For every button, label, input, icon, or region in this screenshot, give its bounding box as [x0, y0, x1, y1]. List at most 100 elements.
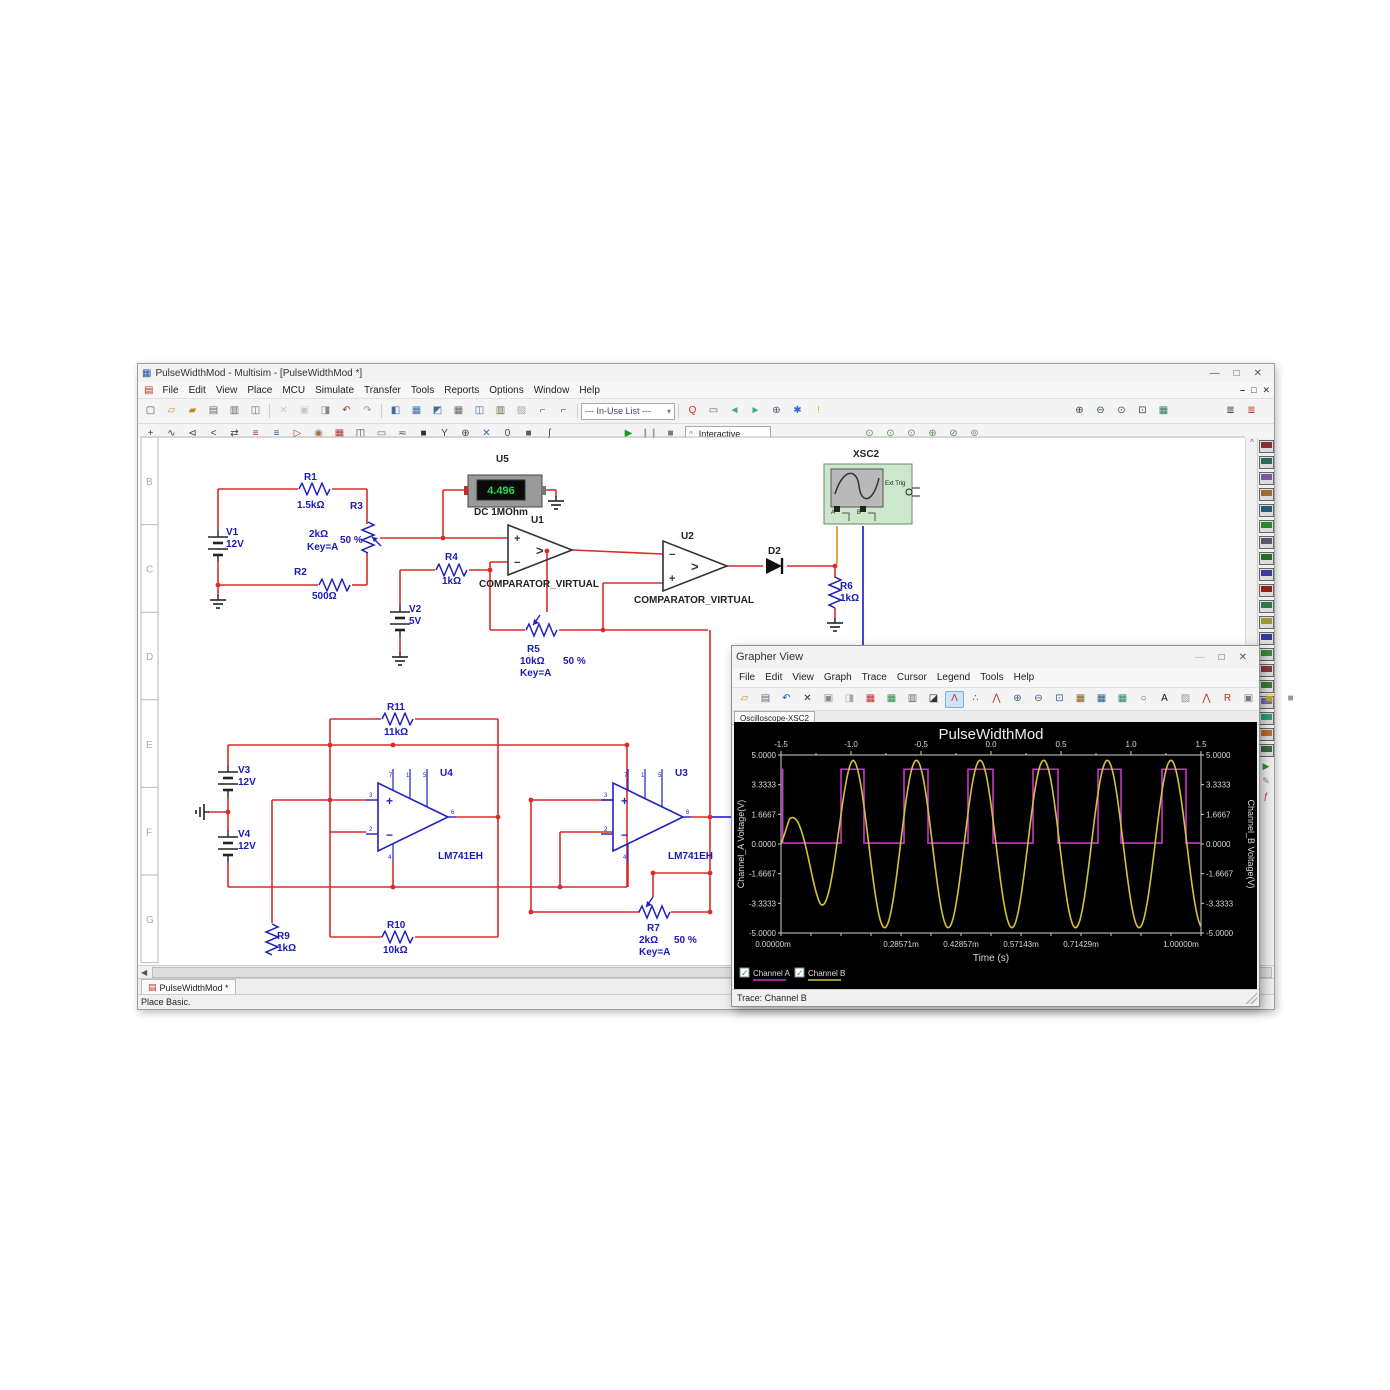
menu-file[interactable]: File: [162, 384, 179, 396]
probe-settings-icon[interactable]: ⊚: [970, 428, 979, 439]
zoom-in-graph-icon[interactable]: ⊕: [1013, 693, 1022, 704]
grapher-menu-trace[interactable]: Trace: [861, 672, 887, 683]
place-advanced-icon[interactable]: ◉: [314, 428, 323, 439]
place-misc-digital-icon[interactable]: ▦: [334, 428, 345, 439]
save-graph-icon[interactable]: ▤: [760, 693, 771, 704]
menu-options[interactable]: Options: [489, 384, 524, 396]
instrument-oscilloscope-icon[interactable]: [1258, 488, 1274, 501]
graph-properties-icon[interactable]: ▦: [886, 693, 897, 704]
component-wizard-icon[interactable]: ▦: [453, 405, 464, 416]
zoom-area-icon[interactable]: ⊙: [1117, 405, 1126, 416]
instrument-multimeter-icon[interactable]: [1258, 440, 1274, 453]
menu-mcu[interactable]: MCU: [282, 384, 306, 396]
grapher-menu-legend[interactable]: Legend: [936, 672, 971, 683]
instrument-frequency-counter-icon[interactable]: [1258, 536, 1274, 549]
menu-view[interactable]: View: [215, 384, 238, 396]
line-dot-mode-icon[interactable]: ⋀: [992, 693, 1001, 704]
trace-legend-icon[interactable]: R: [1223, 693, 1232, 704]
help-tip-icon[interactable]: !: [817, 405, 820, 416]
instrument-network-analyzer-icon[interactable]: [1258, 648, 1274, 661]
zoom-in-icon[interactable]: ⊕: [1075, 405, 1084, 416]
mdi-restore-button[interactable]: □: [1251, 384, 1257, 395]
place-electromech-icon[interactable]: ⊕: [461, 428, 470, 439]
instrument-labview-instr-icon[interactable]: [1258, 728, 1274, 741]
main-title-bar[interactable]: ▦ PulseWidthMod - Multisim - [PulseWidth…: [138, 364, 1274, 382]
undo-graph-icon[interactable]: ↶: [782, 693, 791, 704]
probe-power-icon[interactable]: ⊙: [907, 428, 916, 439]
instrument-iv-analyzer-icon[interactable]: [1258, 600, 1274, 613]
open-file-icon[interactable]: ▱: [167, 405, 176, 416]
instrument-four-channel-scope-icon[interactable]: [1258, 504, 1274, 517]
grapher-minimize-button[interactable]: —: [1194, 651, 1205, 663]
delete-graph-icon[interactable]: ✕: [803, 693, 812, 704]
instrument-spectrum-analyzer-icon[interactable]: [1258, 632, 1274, 645]
place-analog-icon[interactable]: ⇄: [230, 428, 239, 439]
redo-icon[interactable]: ↷: [363, 405, 372, 416]
instrument-logic-converter-icon[interactable]: [1258, 568, 1274, 581]
place-rf-icon[interactable]: Y: [441, 428, 448, 439]
place-hierarchical-icon[interactable]: ■: [525, 428, 532, 439]
probe-voltage-icon[interactable]: ⊙: [865, 428, 874, 439]
instrument-bode-plotter-icon[interactable]: [1258, 520, 1274, 533]
instrument-wattmeter-icon[interactable]: [1258, 472, 1274, 485]
close-button[interactable]: ✕: [1253, 367, 1262, 379]
hatch-tool-icon[interactable]: ▨: [1180, 693, 1191, 704]
mdi-minimize-button[interactable]: –: [1240, 384, 1246, 395]
spreadsheet-view-icon[interactable]: ▦: [411, 405, 422, 416]
place-misc-icon[interactable]: ■: [420, 428, 427, 439]
probe-current-icon[interactable]: ⊙: [886, 428, 895, 439]
copy-page-icon[interactable]: ▣: [1243, 693, 1254, 704]
open-graph-icon[interactable]: ▱: [740, 693, 749, 704]
menu-reports[interactable]: Reports: [444, 384, 480, 396]
menu-tools[interactable]: Tools: [410, 384, 435, 396]
grapher-menu-graph[interactable]: Graph: [823, 672, 852, 683]
print-preview-icon[interactable]: ◫: [250, 405, 261, 416]
instrument-word-generator-icon[interactable]: [1258, 552, 1274, 565]
full-screen-icon[interactable]: ▦: [1158, 405, 1169, 416]
zoom-out-graph-icon[interactable]: ⊖: [1034, 693, 1043, 704]
measurement-probe-icon[interactable]: ▶: [1262, 760, 1270, 771]
design-toolbox-icon[interactable]: ◧: [390, 405, 401, 416]
place-mixed-icon[interactable]: ◫: [355, 428, 366, 439]
menu-transfer[interactable]: Transfer: [364, 384, 401, 396]
edit-labels-icon[interactable]: ≣: [1247, 405, 1256, 416]
toggle-grid-icon[interactable]: ▦: [865, 693, 876, 704]
copy-graph-icon[interactable]: ▣: [823, 693, 834, 704]
grapher-menu-file[interactable]: File: [739, 672, 756, 683]
database-manager-icon[interactable]: ◩: [432, 405, 443, 416]
line-mode-icon[interactable]: Λ: [945, 690, 964, 708]
instrument-agilent-fg-icon[interactable]: [1258, 664, 1274, 677]
place-transistor-icon[interactable]: <: [210, 428, 217, 439]
probe-pencil-icon[interactable]: ✎: [1262, 775, 1270, 786]
grapher-view-icon[interactable]: ◫: [474, 405, 485, 416]
select-tool-icon[interactable]: ○: [1140, 693, 1147, 704]
grapher-menu-help[interactable]: Help: [1013, 672, 1035, 683]
parts-bin-icon[interactable]: ▨: [516, 405, 527, 416]
place-bus-icon[interactable]: ʃ: [548, 428, 551, 439]
zoom-area-graph-icon[interactable]: ⊡: [1055, 693, 1064, 704]
dot-mode-icon[interactable]: ∴: [972, 693, 979, 704]
erc-check-icon[interactable]: Q: [688, 405, 697, 416]
zoom-fit-icon[interactable]: ⊡: [1138, 405, 1147, 416]
postprocessor-icon[interactable]: ▥: [495, 405, 506, 416]
run-simulation-icon[interactable]: ▶: [624, 428, 633, 439]
legend-checkbox-channel-a[interactable]: [739, 967, 750, 978]
export-page-icon[interactable]: ▣: [1264, 693, 1275, 704]
in-use-list-combo[interactable]: --- In-Use List ---▾: [581, 402, 675, 420]
pan-hand-icon[interactable]: ✱: [793, 405, 802, 416]
instrument-distortion-analyzer-icon[interactable]: [1258, 616, 1274, 629]
grapher-menu-cursor[interactable]: Cursor: [896, 672, 927, 683]
instrument-logic-analyzer-icon[interactable]: [1258, 584, 1274, 597]
undo-icon[interactable]: ↶: [342, 405, 351, 416]
place-power-icon[interactable]: ≂: [398, 428, 407, 439]
overlay-traces-icon[interactable]: ⋀: [1202, 693, 1211, 704]
menu-edit[interactable]: Edit: [188, 384, 206, 396]
bus-tool-icon[interactable]: ⌐: [560, 405, 567, 416]
cursor-2-icon[interactable]: ▦: [1096, 693, 1107, 704]
menu-window[interactable]: Window: [533, 384, 570, 396]
find-icon[interactable]: ⊕: [772, 405, 781, 416]
place-mcu-module-icon[interactable]: ▷: [293, 428, 302, 439]
tab-pulsewidthmod[interactable]: ▤ PulseWidthMod *: [141, 979, 236, 995]
resize-grip[interactable]: [1245, 992, 1257, 1004]
menu-help[interactable]: Help: [579, 384, 600, 396]
